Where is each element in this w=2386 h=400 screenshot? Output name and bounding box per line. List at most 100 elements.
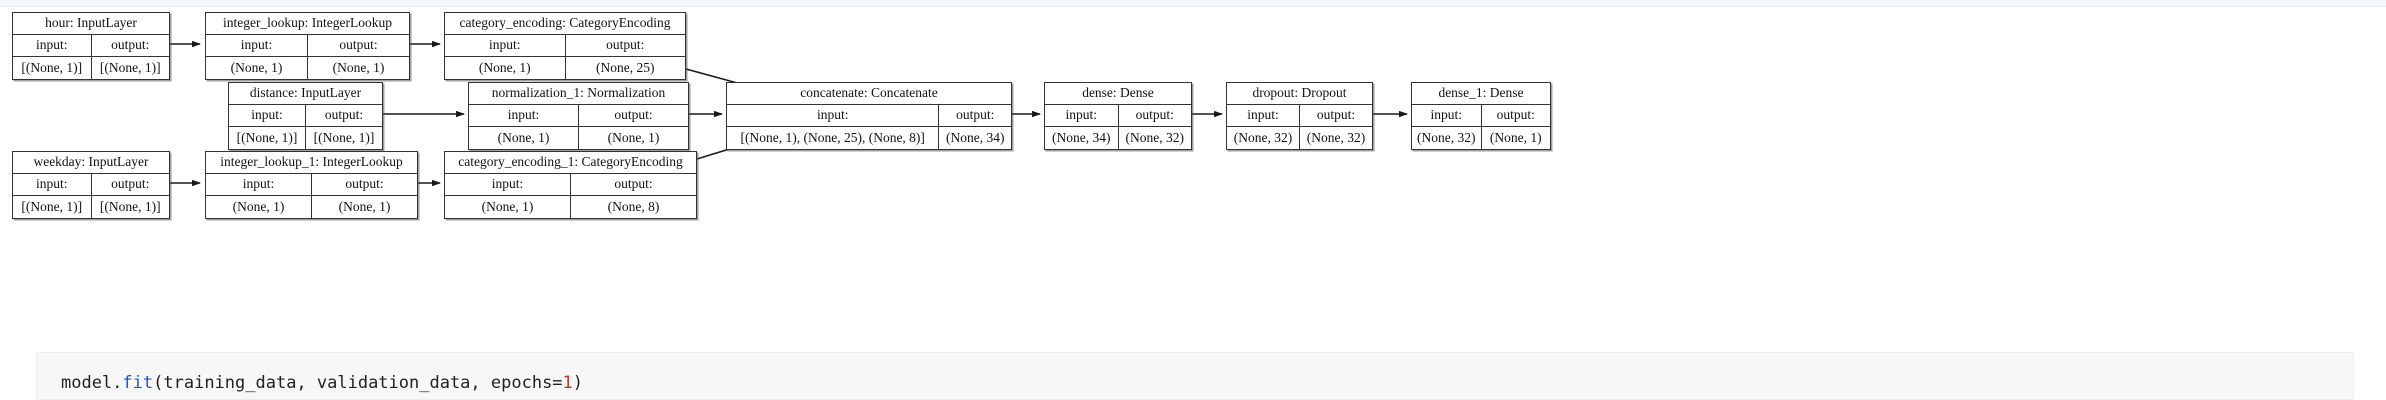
- node-header-row: input: output:: [13, 35, 169, 57]
- node-header-row: input: output:: [13, 174, 169, 196]
- node-input-shape: (None, 1): [469, 127, 579, 149]
- node-output-shape: (None, 25): [596, 59, 655, 75]
- node-output-shape: (None, 1): [607, 129, 660, 145]
- node-integer-lookup[interactable]: integer_lookup: IntegerLookup input: out…: [205, 12, 410, 80]
- node-value-row: (None, 1) (None, 1): [206, 57, 409, 79]
- node-input-label: input:: [727, 105, 940, 126]
- node-concatenate[interactable]: concatenate: Concatenate input: output: …: [726, 82, 1012, 150]
- node-dropout[interactable]: dropout: Dropout input: output: (None, 3…: [1226, 82, 1373, 150]
- node-input-shape: (None, 32): [1227, 127, 1300, 149]
- node-title: dropout: Dropout: [1227, 83, 1372, 105]
- node-category-encoding-1[interactable]: category_encoding_1: CategoryEncoding in…: [444, 151, 697, 219]
- node-output-label: output:: [606, 37, 645, 53]
- node-input-shape: (None, 1): [445, 196, 571, 218]
- node-title: category_encoding: CategoryEncoding: [445, 13, 685, 35]
- node-output-shape: (None, 1): [1489, 129, 1542, 145]
- node-value-row: [(None, 1)] [(None, 1)]: [13, 57, 169, 79]
- code-token: model.: [61, 373, 123, 393]
- node-distance[interactable]: distance: InputLayer input: output: [(No…: [228, 82, 383, 150]
- code-token: ): [572, 373, 584, 393]
- node-input-shape: [(None, 1)]: [13, 57, 92, 79]
- node-input-shape: [(None, 1)]: [13, 196, 92, 218]
- node-value-row: (None, 32) (None, 1): [1412, 127, 1550, 149]
- node-output-shape: (None, 32): [1306, 129, 1366, 145]
- node-input-label: input:: [206, 35, 308, 56]
- node-title: hour: InputLayer: [13, 13, 169, 35]
- node-title: integer_lookup: IntegerLookup: [206, 13, 409, 35]
- node-input-label: input:: [469, 105, 579, 126]
- node-input-shape: (None, 34): [1045, 127, 1119, 149]
- node-value-row: (None, 1) (None, 1): [206, 196, 417, 218]
- node-header-row: input: output:: [445, 174, 696, 196]
- node-header-row: input: output:: [1045, 105, 1191, 127]
- node-output-shape: (None, 8): [607, 198, 660, 214]
- notebook-code-cell[interactable]: model.fit(training_data, validation_data…: [36, 352, 2354, 400]
- node-dense[interactable]: dense: Dense input: output: (None, 34) (…: [1044, 82, 1192, 150]
- node-value-row: (None, 1) (None, 1): [469, 127, 688, 149]
- node-title: concatenate: Concatenate: [727, 83, 1011, 105]
- page-top-strip: [0, 0, 2386, 7]
- node-title: category_encoding_1: CategoryEncoding: [445, 152, 696, 174]
- node-value-row: (None, 1) (None, 8): [445, 196, 696, 218]
- node-hour[interactable]: hour: InputLayer input: output: [(None, …: [12, 12, 170, 80]
- node-header-row: input: output:: [1412, 105, 1550, 127]
- node-input-label: input:: [445, 35, 566, 56]
- node-value-row: [(None, 1), (None, 25), (None, 8)] (None…: [727, 127, 1011, 149]
- node-output-label: output:: [345, 176, 384, 192]
- node-output-shape: (None, 1): [338, 198, 391, 214]
- node-output-shape: (None, 1): [332, 59, 385, 75]
- node-category-encoding[interactable]: category_encoding: CategoryEncoding inpu…: [444, 12, 686, 80]
- node-weekday[interactable]: weekday: InputLayer input: output: [(Non…: [12, 151, 170, 219]
- node-output-shape: [(None, 1)]: [313, 129, 375, 145]
- node-input-label: input:: [445, 174, 571, 195]
- node-value-row: [(None, 1)] [(None, 1)]: [229, 127, 382, 149]
- node-input-shape: [(None, 1), (None, 25), (None, 8)]: [727, 127, 940, 149]
- node-input-shape: [(None, 1)]: [229, 127, 306, 149]
- node-input-label: input:: [1227, 105, 1300, 126]
- node-title: integer_lookup_1: IntegerLookup: [206, 152, 417, 174]
- node-output-shape: [(None, 1)]: [99, 59, 161, 75]
- node-output-label: output:: [1316, 107, 1356, 123]
- node-header-row: input: output:: [1227, 105, 1372, 127]
- keras-model-diagram: hour: InputLayer input: output: [(None, …: [0, 6, 2386, 336]
- node-title: dense: Dense: [1045, 83, 1191, 105]
- node-input-label: input:: [206, 174, 312, 195]
- node-input-label: input:: [13, 35, 92, 56]
- node-input-label: input:: [13, 174, 92, 195]
- node-header-row: input: output:: [229, 105, 382, 127]
- node-output-label: output:: [111, 37, 150, 53]
- node-output-label: output:: [614, 107, 653, 123]
- node-output-label: output:: [614, 176, 653, 192]
- code-token: (training_data, validation_data, epochs=: [153, 373, 563, 393]
- node-value-row: [(None, 1)] [(None, 1)]: [13, 196, 169, 218]
- node-input-shape: (None, 1): [206, 57, 308, 79]
- node-integer-lookup-1[interactable]: integer_lookup_1: IntegerLookup input: o…: [205, 151, 418, 219]
- node-input-shape: (None, 32): [1412, 127, 1482, 149]
- node-dense-1[interactable]: dense_1: Dense input: output: (None, 32)…: [1411, 82, 1551, 150]
- node-title: weekday: InputLayer: [13, 152, 169, 174]
- node-output-label: output:: [339, 37, 378, 53]
- node-normalization-1[interactable]: normalization_1: Normalization input: ou…: [468, 82, 689, 150]
- code-token: fit: [122, 373, 154, 393]
- node-value-row: (None, 34) (None, 32): [1045, 127, 1191, 149]
- node-input-label: input:: [229, 105, 306, 126]
- code-line[interactable]: model.fit(training_data, validation_data…: [61, 373, 583, 393]
- node-title: distance: InputLayer: [229, 83, 382, 105]
- node-value-row: (None, 32) (None, 32): [1227, 127, 1372, 149]
- node-header-row: input: output:: [727, 105, 1011, 127]
- node-output-label: output:: [1135, 107, 1174, 123]
- node-output-shape: (None, 32): [1125, 129, 1184, 145]
- node-input-label: input:: [1412, 105, 1482, 126]
- node-output-label: output:: [1496, 107, 1535, 123]
- code-token: 1: [562, 373, 573, 393]
- node-output-label: output:: [956, 107, 995, 123]
- node-input-shape: (None, 1): [206, 196, 312, 218]
- node-output-label: output:: [324, 107, 364, 123]
- node-input-shape: (None, 1): [445, 57, 566, 79]
- node-value-row: (None, 1) (None, 25): [445, 57, 685, 79]
- node-header-row: input: output:: [206, 174, 417, 196]
- node-input-label: input:: [1045, 105, 1119, 126]
- node-output-shape: (None, 34): [945, 129, 1005, 145]
- node-header-row: input: output:: [206, 35, 409, 57]
